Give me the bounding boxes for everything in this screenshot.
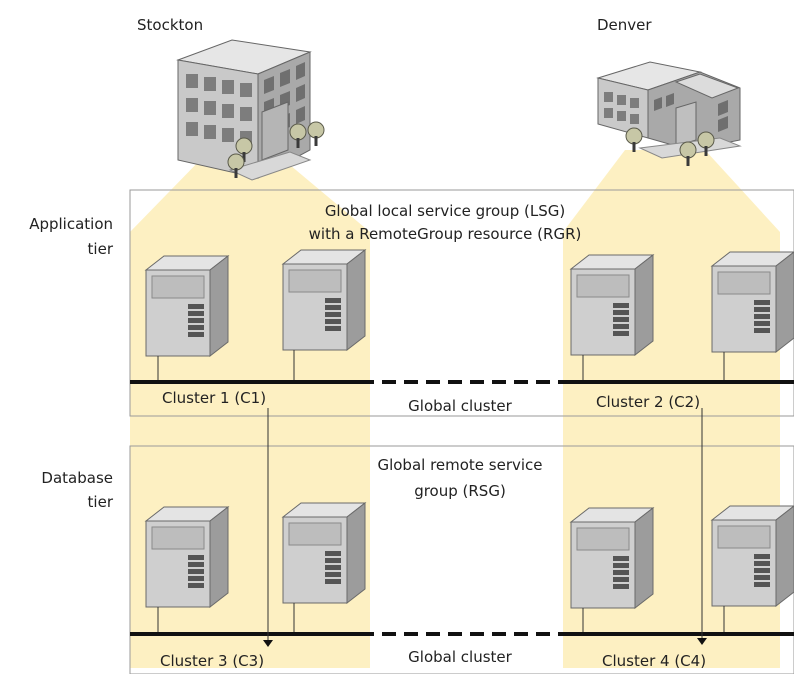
database-tier-box bbox=[129, 445, 794, 674]
server-icon bbox=[570, 254, 654, 356]
rsg-label-line1: Global remote service bbox=[377, 456, 543, 474]
server-icon bbox=[711, 505, 794, 607]
lsg-label-line2: with a RemoteGroup resource (RGR) bbox=[308, 225, 582, 243]
denver-building-icon bbox=[596, 61, 742, 167]
server-icon bbox=[711, 251, 794, 353]
global-cluster-label-bottom: Global cluster bbox=[408, 648, 512, 666]
site-label-denver: Denver bbox=[597, 16, 652, 34]
rsg-label-line2: group (RSG) bbox=[414, 482, 506, 500]
server-icon bbox=[145, 506, 229, 608]
site-label-stockton: Stockton bbox=[137, 16, 204, 34]
server-icon bbox=[145, 255, 229, 357]
cluster-label-c2: Cluster 2 (C2) bbox=[596, 393, 701, 411]
cluster-label-c4: Cluster 4 (C4) bbox=[602, 652, 707, 670]
stockton-building-icon bbox=[176, 39, 325, 181]
server-connection-lines bbox=[157, 350, 725, 634]
c1-to-c3-link bbox=[263, 408, 273, 647]
application-tier-box bbox=[129, 189, 794, 417]
server-icon bbox=[570, 507, 654, 609]
server-icon bbox=[282, 502, 366, 604]
application-tier-label-line2: tier bbox=[87, 240, 113, 258]
server-icon bbox=[282, 249, 366, 351]
c2-to-c4-link bbox=[697, 408, 707, 645]
global-cluster-label-top: Global cluster bbox=[408, 397, 512, 415]
database-tier-label-line2: tier bbox=[87, 493, 113, 511]
cluster-label-c1: Cluster 1 (C1) bbox=[162, 389, 267, 407]
application-tier-label-line1: Application bbox=[29, 215, 113, 233]
lsg-label-line1: Global local service group (LSG) bbox=[324, 202, 566, 220]
cluster-label-c3: Cluster 3 (C3) bbox=[160, 652, 265, 670]
database-tier-label-line1: Database bbox=[41, 469, 113, 487]
